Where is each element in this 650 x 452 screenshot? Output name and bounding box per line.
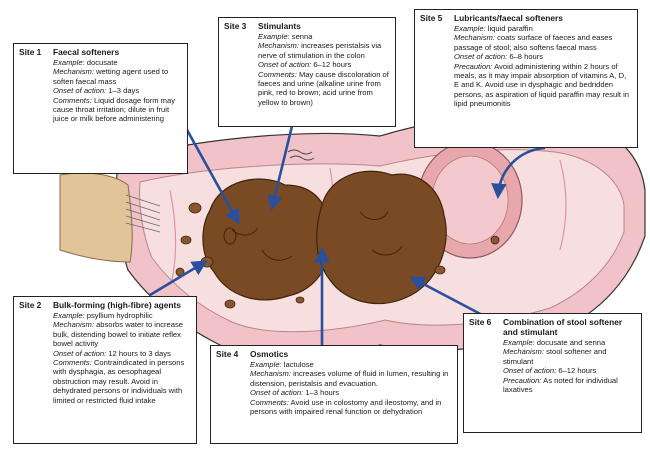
site5-mechanism: Mechanism: coats surface of faeces and e…	[454, 33, 613, 52]
site3-label: Site 3	[224, 21, 247, 31]
site2-box: Site 2 Bulk-forming (high-fibre) agents E…	[13, 296, 197, 444]
site2-mechanism: Mechanism: absorbs water to increase bul…	[53, 320, 184, 349]
site2-onset: Onset of action: 12 hours to 3 days	[53, 348, 171, 358]
site1-label: Site 1	[19, 47, 42, 57]
site1-title: Faecal softeners	[53, 47, 120, 57]
site4-comments: Comments: Avoid use in colostomy and ile…	[250, 397, 442, 417]
faecal-mass-left	[202, 178, 331, 301]
arrow-site6	[409, 276, 489, 320]
site3-mechanism: Mechanism: increases peristalsis via ner…	[258, 41, 382, 60]
site6-mechanism: Mechanism: stool softener and stimulant	[503, 347, 607, 366]
arrow-site2	[149, 260, 208, 297]
site5-label: Site 5	[420, 13, 443, 23]
site6-title: Combination of stool softener and stimul…	[503, 317, 623, 337]
site4-title: Osmotics	[250, 349, 289, 359]
site1-box: Site 1 Faecal softeners Example: docusate…	[13, 43, 188, 174]
site6-precaution: Precaution: As noted for individual laxa…	[503, 375, 618, 395]
site2-comments: Comments: Contraindicated in persons wit…	[53, 358, 185, 405]
site3-comments: Comments: May cause discoloration of fae…	[258, 69, 389, 107]
site5-precaution: Precaution: Avoid administering within 2…	[454, 61, 630, 109]
site1-mechanism: Mechanism: wetting agent used to soften …	[53, 67, 169, 86]
site1-example: Example: docusate	[53, 58, 118, 67]
site3-onset: Onset of action: 6–12 hours	[258, 60, 352, 70]
site5-onset: Onset of action: 6–8 hours	[454, 52, 544, 62]
site6-box: Site 6 Combination of stool softener and …	[463, 313, 642, 433]
site2-title: Bulk-forming (high-fibre) agents	[53, 300, 181, 310]
site3-box: Site 3 Stimulants Example: senna Mechanis…	[218, 17, 396, 127]
site3-example: Example: senna	[258, 32, 313, 41]
arrow-site1	[184, 127, 240, 225]
site6-label: Site 6	[469, 317, 492, 327]
site5-example: Example: liquid paraffin	[454, 24, 533, 33]
site2-example: Example: psyllium hydrophilic	[53, 311, 153, 320]
site3-title: Stimulants	[258, 21, 301, 31]
site4-example: Example: lactulose	[250, 360, 314, 369]
arrow-site3	[267, 125, 294, 212]
arrow-site5	[491, 146, 546, 200]
site4-onset: Onset of action: 1–3 hours	[250, 388, 340, 398]
site4-mechanism: Mechanism: increases volume of fluid in …	[250, 369, 449, 388]
site2-label: Site 2	[19, 300, 42, 310]
site1-comments: Comments: Liquid dosage form may cause t…	[53, 95, 175, 124]
left-tissue	[59, 172, 133, 263]
site6-onset: Onset of action: 6–12 hours	[503, 366, 597, 376]
site4-label: Site 4	[216, 349, 239, 359]
site6-example: Example: docusate and senna	[503, 338, 606, 347]
site4-box: Site 4 Osmotics Example: lactulose Mechan…	[210, 345, 458, 444]
site5-title: Lubricants/faecal softeners	[454, 13, 563, 23]
site1-onset: Onset of action: 1–3 days	[53, 86, 140, 96]
faecal-mass-right	[316, 170, 447, 305]
site5-box: Site 5 Lubricants/faecal softeners Exampl…	[414, 9, 638, 148]
